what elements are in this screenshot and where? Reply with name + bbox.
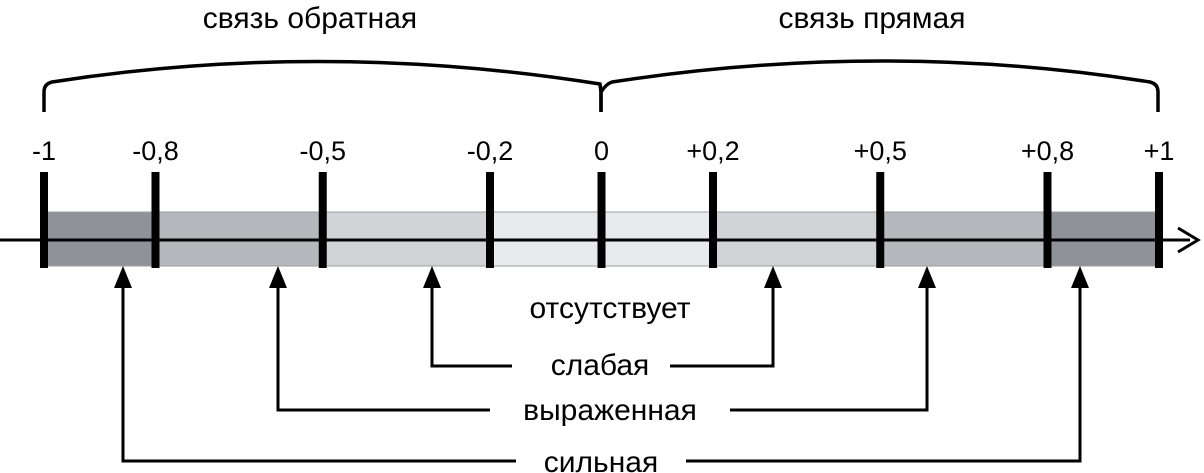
tick-label-3: -0,2	[467, 136, 514, 166]
inverse-relation-label: связь обратная	[203, 2, 417, 35]
tick-label-2: -0,5	[299, 136, 346, 166]
connector-weak-positive	[670, 284, 775, 368]
tick-label-6: +0,5	[854, 136, 907, 166]
arrow-head-weak-negative	[423, 266, 441, 288]
arrow-head-expressed-negative	[269, 266, 287, 288]
connector-expressed-positive	[730, 284, 929, 412]
scale-ticks: -1 -0,8 -0,5 -0,2 0 +0,2 +0,5 +0,8 +1	[32, 136, 1174, 268]
tick-label-8: +1	[1144, 136, 1175, 166]
axis-arrow-head	[1177, 226, 1201, 254]
direct-relation-label: связь прямая	[779, 2, 966, 35]
strength-label-expressed: выраженная	[523, 394, 697, 427]
strength-connectors	[121, 284, 1082, 463]
connector-weak-negative	[430, 284, 512, 368]
arrow-head-weak-positive	[764, 266, 782, 288]
tick-label-5: +0,2	[686, 136, 739, 166]
arrow-head-expressed-positive	[918, 266, 936, 288]
direct-relation-brace	[599, 59, 1160, 112]
strength-label-weak: слабая	[551, 349, 650, 382]
strength-label-absent: отсутствует	[530, 292, 691, 325]
tick-label-7: +0,8	[1021, 136, 1074, 166]
connector-expressed-negative	[276, 284, 490, 412]
strength-label-strong: сильная	[544, 446, 658, 473]
arrow-head-strong-negative	[114, 266, 132, 288]
tick-label-0: -1	[32, 136, 56, 166]
arrow-head-strong-positive	[1071, 266, 1089, 288]
connector-strong-positive	[686, 284, 1082, 463]
tick-label-4: 0	[594, 136, 609, 166]
connector-strong-negative	[121, 284, 516, 463]
tick-label-1: -0,8	[132, 136, 179, 166]
strength-arrow-heads	[114, 266, 1089, 288]
inverse-relation-brace	[42, 59, 603, 112]
